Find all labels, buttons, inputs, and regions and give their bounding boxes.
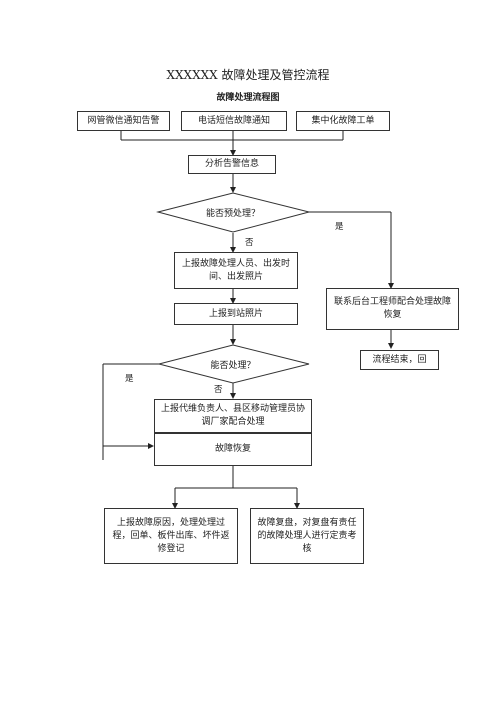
decision2-yes-label: 是	[125, 374, 134, 384]
fault-recovery-label: 故障恢复	[214, 444, 251, 454]
decision2-label: 能否处理？	[210, 361, 256, 371]
decision2-no-label: 否	[214, 385, 223, 395]
source-phone-sms: 电话短信故障通知	[181, 111, 287, 131]
page-title: XXXXXX 故障处理及管控流程	[166, 68, 330, 82]
final-review-label: 故障复盘，对复盘有责任的故障处理人进行定责考核	[257, 517, 357, 554]
decision1-label: 能否预处理？	[205, 209, 260, 219]
process-end-box: 流程结束，回	[360, 350, 439, 370]
backend-engineer-label: 联系后台工程师配合处理故障恢复	[333, 297, 451, 320]
source-ticket-label: 集中化故障工单	[311, 115, 375, 126]
final-report-label: 上报故障原因，处理处理过程，回单、板件出库、坏件返修登记	[112, 517, 230, 554]
source-ticket: 集中化故障工单	[296, 111, 390, 131]
analyze-alarm-label: 分析告警信息	[204, 159, 259, 169]
backend-engineer-box: 联系后台工程师配合处理故障恢复	[326, 288, 459, 330]
decision1-yes-label: 是	[335, 222, 344, 232]
decision2-diamond	[158, 344, 310, 384]
escalate-box: 上报代维负责人、县区移动管理员协调厂家配合处理	[154, 399, 312, 433]
report-staff-box: 上报故障处理人员、出发时间、出发照片	[174, 252, 298, 289]
report-site-box: 上报到站照片	[174, 303, 298, 325]
source-phone-sms-label: 电话短信故障通知	[197, 115, 270, 126]
report-site-label: 上报到站照片	[208, 308, 263, 319]
source-wechat-alarm: 网管微信通知告警	[77, 111, 170, 131]
fault-recovery-box: 故障恢复	[154, 433, 312, 466]
decision1-diamond	[156, 192, 310, 233]
final-review-box: 故障复盘，对复盘有责任的故障处理人进行定责考核	[250, 508, 364, 564]
diagram-subtitle: 故障处理流程图	[216, 93, 280, 103]
decision1-no-label: 否	[245, 238, 254, 248]
escalate-label: 上报代维负责人、县区移动管理员协调厂家配合处理	[160, 404, 305, 427]
source-wechat-alarm-label: 网管微信通知告警	[87, 115, 160, 126]
process-end-label: 流程结束，回	[372, 354, 427, 365]
report-staff-label: 上报故障处理人员、出发时间、出发照片	[181, 258, 290, 282]
analyze-alarm-box: 分析告警信息	[188, 155, 276, 174]
final-report-box: 上报故障原因，处理处理过程，回单、板件出库、坏件返修登记	[104, 508, 238, 564]
